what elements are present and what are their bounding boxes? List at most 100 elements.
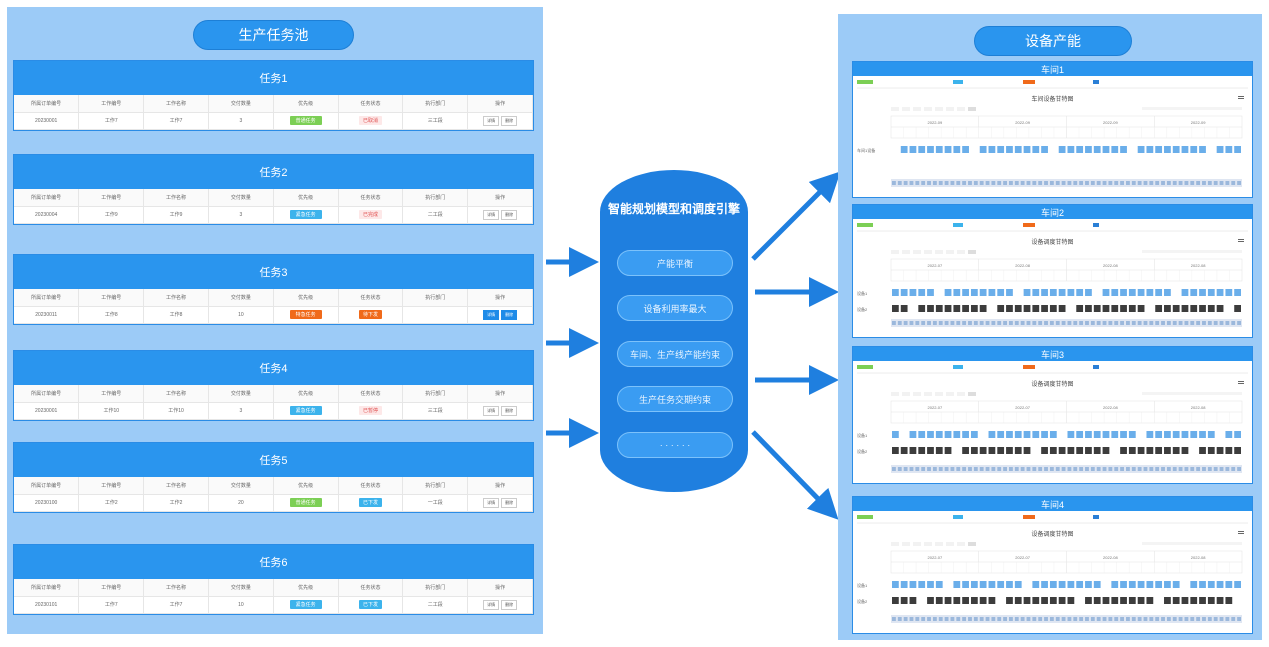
delete-button[interactable]: 删除 bbox=[501, 115, 518, 126]
navigator-bar bbox=[1067, 321, 1072, 325]
timeline-label: 2022-08 bbox=[1191, 263, 1206, 268]
delete-button[interactable]: 删除 bbox=[501, 405, 518, 416]
timeline-label: 2022-07 bbox=[928, 405, 943, 410]
gantt-bar bbox=[927, 581, 934, 588]
navigator-bar bbox=[1131, 467, 1136, 471]
navigator-bar bbox=[1196, 181, 1201, 185]
navigator-bar bbox=[1184, 467, 1189, 471]
navigator-bar bbox=[1196, 321, 1201, 325]
detail-button[interactable]: 详情 bbox=[483, 115, 500, 126]
gantt-bar bbox=[1120, 447, 1127, 454]
arrow-out-1 bbox=[751, 171, 841, 261]
legend-swatch bbox=[1093, 365, 1099, 369]
navigator-bar bbox=[903, 181, 908, 185]
gantt-bar bbox=[918, 581, 926, 588]
gantt-bar bbox=[1172, 305, 1180, 312]
gantt-bar bbox=[1006, 305, 1013, 312]
gantt-bar bbox=[927, 597, 934, 604]
navigator-bar bbox=[1178, 467, 1183, 471]
navigator-bar bbox=[1038, 617, 1043, 621]
status-badge: 已暂停 bbox=[358, 406, 382, 415]
priority-badge: 紧急任务 bbox=[289, 406, 322, 415]
menu-icon bbox=[1238, 381, 1244, 382]
navigator-bar bbox=[1190, 321, 1195, 325]
navigator-bar bbox=[932, 321, 937, 325]
navigator-bar bbox=[1102, 181, 1107, 185]
gantt-bar bbox=[962, 146, 969, 153]
gantt-bar bbox=[1128, 581, 1136, 588]
navigator-bar bbox=[1044, 321, 1048, 325]
column-header: 优先级 bbox=[273, 189, 339, 207]
delete-button[interactable]: 删除 bbox=[501, 309, 518, 320]
navigator-bar bbox=[1202, 321, 1206, 325]
navigator-bar bbox=[1172, 617, 1177, 621]
scrollbar-track bbox=[891, 319, 1242, 327]
column-header: 优先级 bbox=[273, 385, 339, 403]
navigator-bar bbox=[1009, 321, 1013, 325]
navigator-bar bbox=[1090, 181, 1095, 185]
gantt-bar bbox=[1093, 431, 1101, 438]
menu-icon bbox=[1238, 98, 1244, 99]
navigator-bar bbox=[1108, 181, 1113, 185]
zoom-chip bbox=[946, 392, 954, 396]
gantt-bar bbox=[1049, 431, 1057, 438]
detail-button[interactable]: 详情 bbox=[483, 599, 500, 610]
engine-item-capacity-balance: 产能平衡 bbox=[617, 250, 733, 276]
gantt-bar bbox=[1137, 146, 1145, 153]
gantt-bar bbox=[1085, 581, 1092, 588]
detail-button[interactable]: 详情 bbox=[483, 209, 500, 220]
gantt-bar bbox=[979, 581, 987, 588]
gantt-bar bbox=[918, 146, 926, 153]
navigator-bar bbox=[915, 617, 920, 621]
detail-button[interactable]: 详情 bbox=[483, 309, 500, 320]
navigator-bar bbox=[1231, 321, 1236, 325]
navigator-bar bbox=[1032, 617, 1037, 621]
delete-button[interactable]: 删除 bbox=[501, 497, 518, 508]
column-header: 工作名称 bbox=[143, 477, 209, 495]
navigator-bar bbox=[1207, 181, 1212, 185]
table-cell: 工作7 bbox=[143, 112, 209, 130]
navigator-bar bbox=[1166, 181, 1171, 185]
zoom-chip bbox=[957, 250, 965, 254]
navigator-bar bbox=[991, 617, 996, 621]
navigator-bar bbox=[1184, 321, 1189, 325]
navigator-bar bbox=[1032, 321, 1037, 325]
gantt-title: 设备调度甘特图 bbox=[1031, 530, 1073, 538]
gantt-bar bbox=[1164, 305, 1171, 312]
navigator-bar bbox=[897, 321, 902, 325]
navigator-bar bbox=[1073, 467, 1078, 471]
navigator-bar bbox=[903, 617, 908, 621]
zoom-chip bbox=[957, 392, 965, 396]
column-header: 所属订单编号 bbox=[14, 289, 80, 307]
delete-button[interactable]: 删除 bbox=[501, 209, 518, 220]
detail-button[interactable]: 详情 bbox=[483, 497, 500, 508]
gantt-bar bbox=[1049, 305, 1057, 312]
navigator-bar bbox=[1055, 467, 1060, 471]
gantt-bar bbox=[1006, 146, 1013, 153]
gantt-bar bbox=[1041, 289, 1048, 296]
navigator-bar bbox=[1161, 467, 1165, 471]
navigator-bar bbox=[1038, 181, 1043, 185]
navigator-bar bbox=[1219, 321, 1224, 325]
legend-swatch bbox=[953, 223, 963, 227]
engine-title: 智能规划模型和调度引擎 bbox=[607, 202, 740, 216]
detail-button[interactable]: 详情 bbox=[483, 405, 500, 416]
gantt-bar bbox=[944, 146, 952, 153]
column-header: 工作编号 bbox=[78, 477, 145, 495]
gantt-bar bbox=[1120, 431, 1127, 438]
navigator-bar bbox=[968, 467, 972, 471]
navigator-bar bbox=[1020, 467, 1025, 471]
gantt-bar bbox=[1093, 447, 1101, 454]
gantt-bar bbox=[1111, 581, 1119, 588]
gantt-bar bbox=[892, 581, 899, 588]
zoom-chip bbox=[935, 392, 943, 396]
navigator-bar bbox=[1225, 617, 1230, 621]
gantt-bar bbox=[1085, 146, 1092, 153]
column-header: 所属订单编号 bbox=[14, 579, 80, 597]
navigator-bar bbox=[1207, 467, 1212, 471]
dept-cell: 二工段 bbox=[402, 206, 469, 224]
gantt-bar bbox=[1102, 146, 1110, 153]
navigator-bar bbox=[991, 467, 996, 471]
delete-button[interactable]: 删除 bbox=[501, 599, 518, 610]
